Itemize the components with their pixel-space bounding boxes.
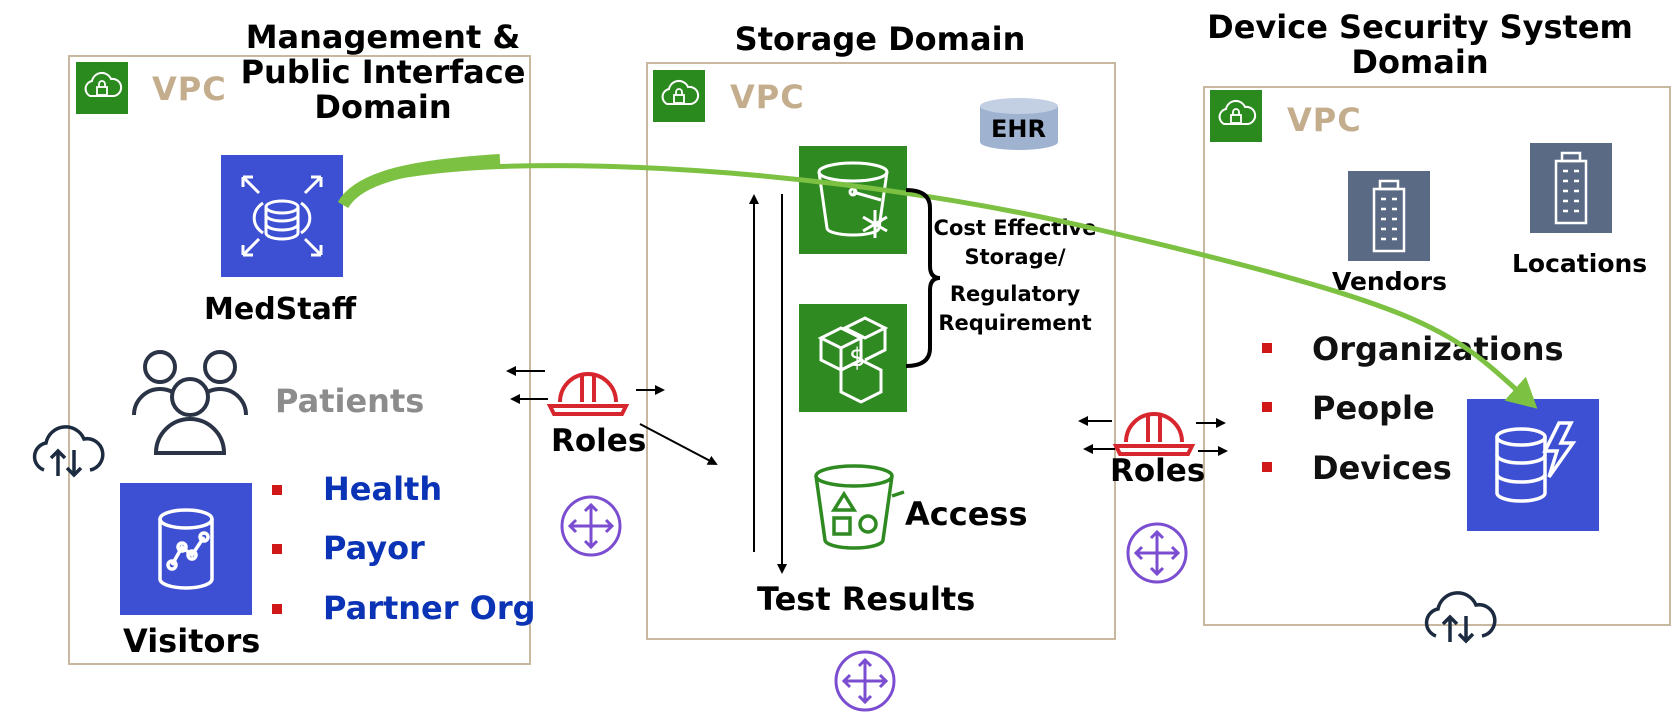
roles-hardhat-icon <box>546 366 632 422</box>
device-vpc-box <box>1203 86 1671 626</box>
visitors-analytics-icon <box>120 483 252 615</box>
cost-note: Cost Effective Storage/ Regulatory Requi… <box>933 216 1097 335</box>
test-results-label: Test Results <box>757 580 976 618</box>
roles-hardhat-icon <box>1112 406 1198 462</box>
locations-label: Locations <box>1512 249 1648 278</box>
locations-building-icon <box>1530 143 1612 233</box>
move-arrows-icon <box>558 493 624 563</box>
entity-organizations: Organizations <box>1312 330 1564 368</box>
management-vpc-label: VPC <box>152 70 227 108</box>
storage-vpc-label: VPC <box>730 78 805 116</box>
device-database-lightning-icon <box>1467 399 1599 531</box>
cost-storage-blocks-icon: $ <box>799 304 907 412</box>
visitors-label: Visitors <box>123 622 261 660</box>
bullet <box>272 485 282 495</box>
medstaff-database-icon <box>221 155 343 277</box>
vpc-cloud-lock-icon <box>653 70 705 122</box>
upload-download-cloud-icon <box>24 420 110 484</box>
access-bucket-icon <box>810 462 906 562</box>
bullet <box>1262 343 1272 353</box>
left-roles-label: Roles <box>551 423 647 459</box>
bullet <box>1262 402 1272 412</box>
ehr-label: EHR <box>991 115 1046 143</box>
access-label: Access <box>905 495 1028 533</box>
storage-domain-title: Storage Domain <box>734 20 1026 58</box>
visitor-type-partner-org: Partner Org <box>323 589 536 627</box>
arrow <box>639 423 718 465</box>
storage-vpc-box <box>646 62 1116 640</box>
glacier-bucket-icon <box>799 146 907 254</box>
entity-devices: Devices <box>1312 449 1452 487</box>
right-roles-label: Roles <box>1110 453 1206 489</box>
bullet <box>1262 462 1272 472</box>
upload-download-cloud-icon <box>1416 586 1502 650</box>
move-arrows-icon <box>1124 520 1190 590</box>
management-domain-title: Management & Public Interface Domain <box>240 18 526 126</box>
vpc-cloud-lock-icon <box>76 62 128 114</box>
bullet <box>272 544 282 554</box>
vendors-label: Vendors <box>1332 267 1448 296</box>
entity-people: People <box>1312 389 1435 427</box>
management-vpc-box <box>68 55 531 665</box>
visitor-type-health: Health <box>323 470 443 508</box>
vendors-building-icon <box>1348 171 1430 261</box>
device-domain-title: Device Security System Domain <box>1207 8 1633 81</box>
device-vpc-label: VPC <box>1287 101 1362 139</box>
data-flow-arrow-thick <box>337 154 501 209</box>
data-flow-arrow <box>340 163 1538 409</box>
bullet <box>272 604 282 614</box>
ehr-cylinder <box>978 96 1060 156</box>
visitor-type-payor: Payor <box>323 529 425 567</box>
svg-text:$: $ <box>849 343 866 373</box>
medstaff-label: MedStaff <box>204 292 357 327</box>
patients-group-icon <box>128 345 253 464</box>
vpc-cloud-lock-icon <box>1210 90 1262 142</box>
move-arrows-icon <box>832 648 898 718</box>
cost-note-brace <box>905 188 941 368</box>
patients-label: Patients <box>275 382 425 420</box>
